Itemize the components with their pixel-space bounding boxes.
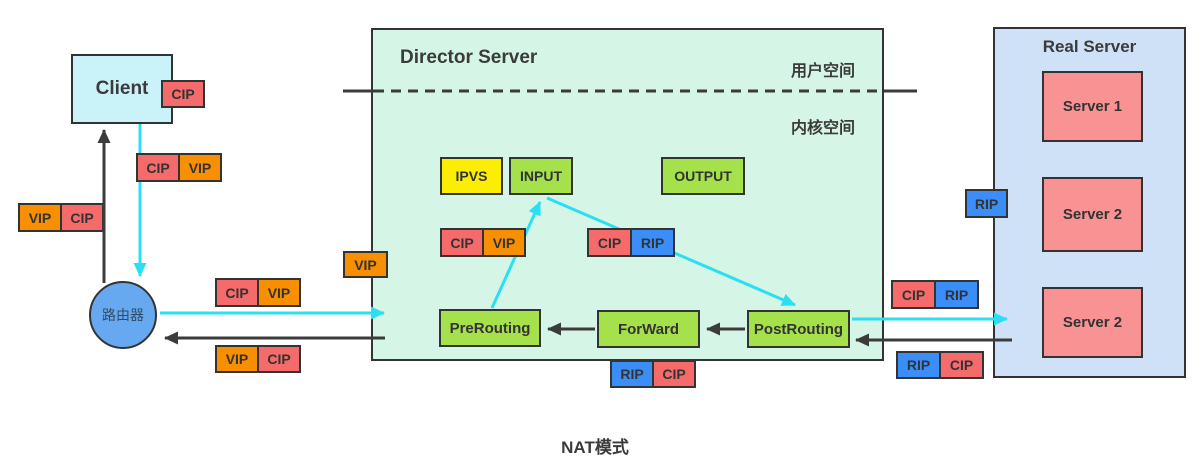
director-vip-chip: VIP bbox=[343, 251, 388, 278]
kernel-space-label: 内核空间 bbox=[790, 120, 855, 137]
ip-rip-part: RIP bbox=[934, 280, 979, 309]
server-1-box: Server 1 bbox=[1042, 71, 1143, 142]
server-3-box: Server 2 bbox=[1042, 287, 1143, 358]
ip-vip-part: VIP bbox=[257, 278, 301, 307]
ip-cip-part: CIP bbox=[440, 228, 484, 257]
ip-cip-part: CIP bbox=[60, 203, 104, 232]
ip-rip-part: RIP bbox=[610, 360, 654, 388]
ip-cip-part: CIP bbox=[215, 278, 259, 307]
ip-cip-part: CIP bbox=[587, 228, 632, 257]
ip-cip-part: CIP bbox=[257, 345, 301, 373]
user-space-label: 用户空间 bbox=[790, 63, 855, 80]
ip-rip-part: RIP bbox=[965, 189, 1008, 218]
chain-output: OUTPUT bbox=[661, 157, 745, 195]
director-server-label: Director Server bbox=[400, 47, 538, 68]
client-label: Client bbox=[95, 78, 149, 99]
realserver-rip-chip: RIP bbox=[965, 189, 1008, 218]
diagram-title: NAT模式 bbox=[561, 438, 629, 457]
server-2-box: Server 2 bbox=[1042, 177, 1143, 252]
chain-forward: ForWard bbox=[597, 310, 700, 348]
chain-ipvs: IPVS bbox=[440, 157, 503, 195]
ip-cip-part: CIP bbox=[136, 153, 180, 182]
ip-vip-part: VIP bbox=[178, 153, 222, 182]
client-cip-chip: CIP bbox=[161, 80, 205, 108]
chain-input: INPUT bbox=[509, 157, 573, 195]
ip-cip-part: CIP bbox=[891, 280, 936, 309]
ip-vip-part: VIP bbox=[215, 345, 259, 373]
ip-rip-part: RIP bbox=[896, 351, 941, 379]
real-server-box: Real Server Server 1 Server 2 Server 2 bbox=[993, 27, 1186, 378]
ip-cip-part: CIP bbox=[161, 80, 205, 108]
ip-vip-part: VIP bbox=[482, 228, 526, 257]
ip-vip-part: VIP bbox=[343, 251, 388, 278]
chain-postrouting: PostRouting bbox=[747, 310, 850, 348]
router-node: 路由器 bbox=[89, 281, 157, 349]
client-box: Client bbox=[71, 54, 173, 124]
ip-vip-part: VIP bbox=[18, 203, 62, 232]
real-server-label: Real Server bbox=[1042, 37, 1137, 56]
ip-cip-part: CIP bbox=[939, 351, 984, 379]
ip-cip-part: CIP bbox=[652, 360, 696, 388]
chain-prerouting: PreRouting bbox=[439, 309, 541, 347]
ip-rip-part: RIP bbox=[630, 228, 675, 257]
